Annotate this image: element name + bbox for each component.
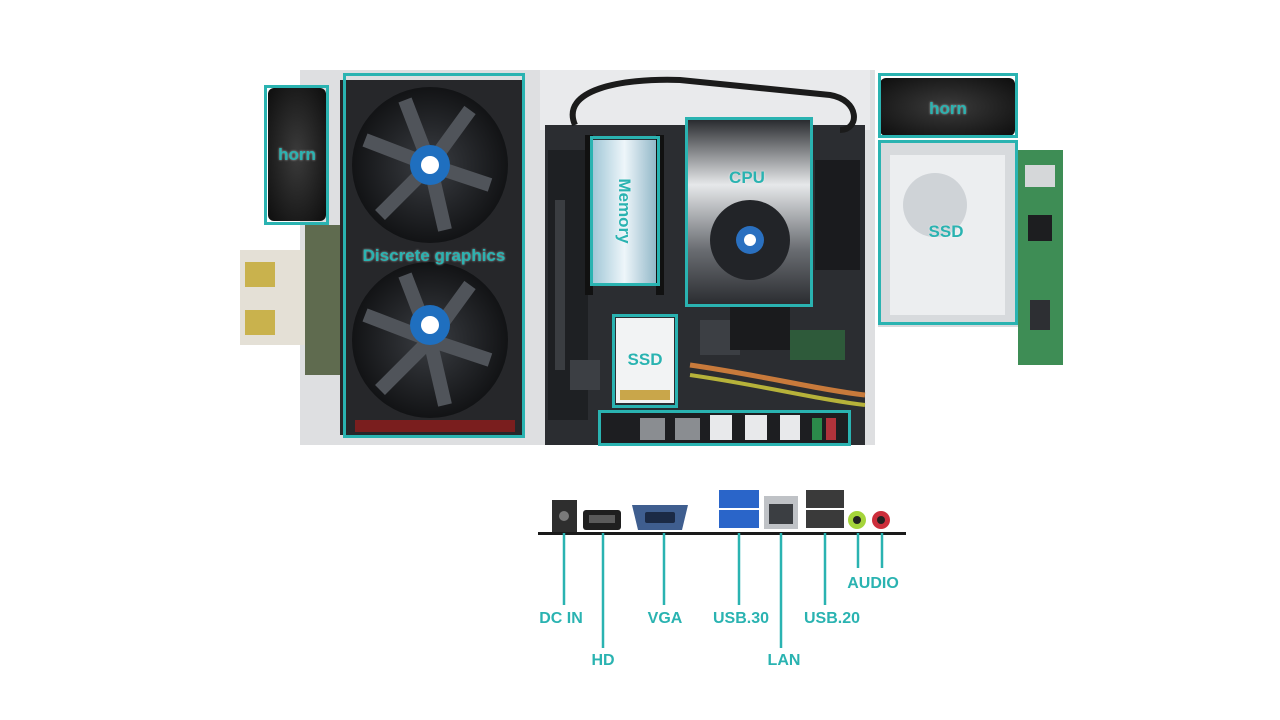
horn-left-box xyxy=(264,85,329,225)
port-label-audio: AUDIO xyxy=(847,575,899,592)
gpu-fan-bottom xyxy=(352,262,508,418)
usb30-port-b xyxy=(719,510,759,528)
right-horn-body xyxy=(880,78,1015,136)
horn-right-box xyxy=(878,73,1018,138)
usb20-port-b xyxy=(806,510,844,528)
usb30-port-a xyxy=(719,490,759,508)
label-cpu: CPU xyxy=(729,168,765,187)
left-horn-body xyxy=(268,88,326,221)
ssd-small-box xyxy=(612,314,678,408)
port-label-hd: HD xyxy=(591,652,615,669)
usb20-port-a xyxy=(806,490,844,508)
cpu-box xyxy=(685,117,813,307)
ssd-drive-box xyxy=(878,140,1018,325)
gpu-fan-top xyxy=(352,87,508,243)
label-horn-right: horn xyxy=(929,99,967,118)
port-label-vga: VGA xyxy=(647,610,683,627)
discrete-graphics-box xyxy=(343,73,525,438)
port-label-dc-in: DC IN xyxy=(539,610,583,627)
port-label-usb30: USB.30 xyxy=(712,610,770,627)
label-ssd-small: SSD xyxy=(627,350,663,369)
label-horn-left: horn xyxy=(278,145,316,164)
port-label-usb20: USB.20 xyxy=(803,610,861,627)
label-ssd-drive: SSD xyxy=(928,222,964,241)
leader-lines xyxy=(562,533,884,648)
label-memory: Memory xyxy=(615,178,634,244)
port-label-lan: LAN xyxy=(767,652,801,669)
back-panel-baseline xyxy=(538,532,906,535)
memory-box xyxy=(590,136,660,286)
io-strip-box xyxy=(598,410,851,446)
back-panel xyxy=(538,490,906,535)
m2-ssd xyxy=(616,318,674,403)
label-discrete-graphics: Discrete graphics xyxy=(362,246,506,265)
memory-module xyxy=(592,140,657,285)
